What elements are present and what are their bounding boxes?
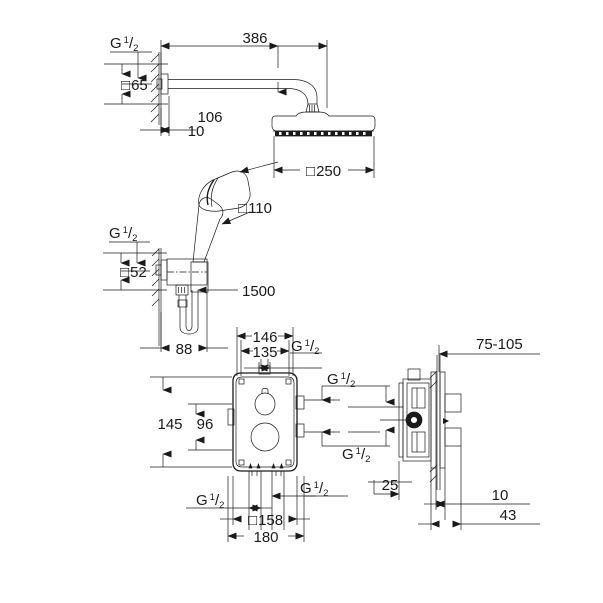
dim-thread-box-right	[304, 385, 348, 447]
dim-label-88: 88	[176, 341, 193, 358]
dim-65	[104, 63, 168, 105]
dim-10-bottom	[424, 468, 530, 520]
dim-386	[160, 40, 328, 108]
hand-shower-view-geometry	[151, 170, 251, 346]
dim-label-25: 25	[382, 477, 399, 494]
dim-label-75-105: 75-105	[476, 336, 523, 353]
dim-thread-box-top	[244, 352, 322, 372]
head-shower-view-geometry	[150, 52, 376, 137]
dim-52	[103, 252, 167, 291]
dim-label-135: 135	[252, 344, 277, 361]
dim-label-145: 145	[157, 416, 182, 433]
dim-label-96: 96	[197, 416, 214, 433]
dim-label-10-top: 10	[188, 123, 205, 140]
dim-thread-box-bottom	[186, 476, 348, 530]
dim-label-106: 106	[197, 109, 222, 126]
dim-110	[221, 161, 279, 225]
dim-label-158: □158	[248, 512, 283, 529]
dim-label-110: □110	[238, 200, 272, 217]
dim-thread-holder	[109, 241, 150, 267]
dim-43	[418, 446, 540, 530]
dim-label-146: 146	[252, 329, 277, 346]
dim-180	[227, 476, 305, 542]
dim-label-65: □65	[121, 77, 148, 94]
dim-label-1500: 1500	[242, 283, 275, 300]
dim-label-43: 43	[500, 507, 517, 524]
rough-in-box-section-geometry	[380, 355, 462, 490]
dim-label-250: □250	[306, 163, 341, 180]
dim-label-180: 180	[253, 529, 278, 546]
dim-75-105	[438, 345, 540, 372]
dim-label-386: 386	[242, 30, 267, 47]
dim-label-10-bottom: 10	[492, 487, 509, 504]
dim-thread-section	[348, 385, 395, 447]
rough-in-box-front-geometry	[227, 359, 305, 476]
dim-label-52: □52	[120, 264, 147, 281]
dim-135	[240, 340, 290, 376]
dim-25	[368, 461, 412, 500]
dim-88	[140, 292, 228, 352]
dim-10-top	[140, 96, 196, 136]
dim-thread-top	[110, 51, 152, 82]
dim-145	[150, 376, 232, 468]
dim-158	[220, 476, 310, 525]
dim-250	[273, 136, 375, 178]
dim-96	[188, 403, 232, 451]
